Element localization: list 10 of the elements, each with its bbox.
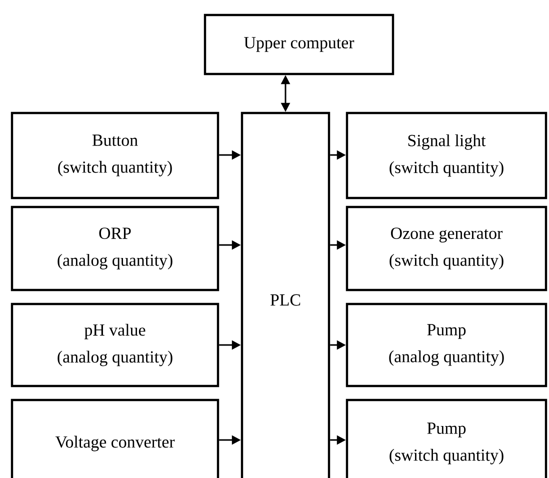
block-box: Pump (switch quantity) (346, 398, 548, 478)
block-box: PLC (240, 112, 330, 478)
block-box: Signal light (switch quantity) (346, 112, 548, 200)
block-box: Ozone generator (switch quantity) (346, 206, 548, 292)
block-box: Pump (analog quantity) (346, 302, 548, 388)
block-box: Button (switch quantity) (10, 112, 220, 200)
block-box: Voltage converter (10, 398, 220, 478)
block-box: ORP (analog quantity) (10, 206, 220, 292)
block-box: Upper computer (204, 14, 394, 76)
block-box: pH value (analog quantity) (10, 302, 220, 388)
